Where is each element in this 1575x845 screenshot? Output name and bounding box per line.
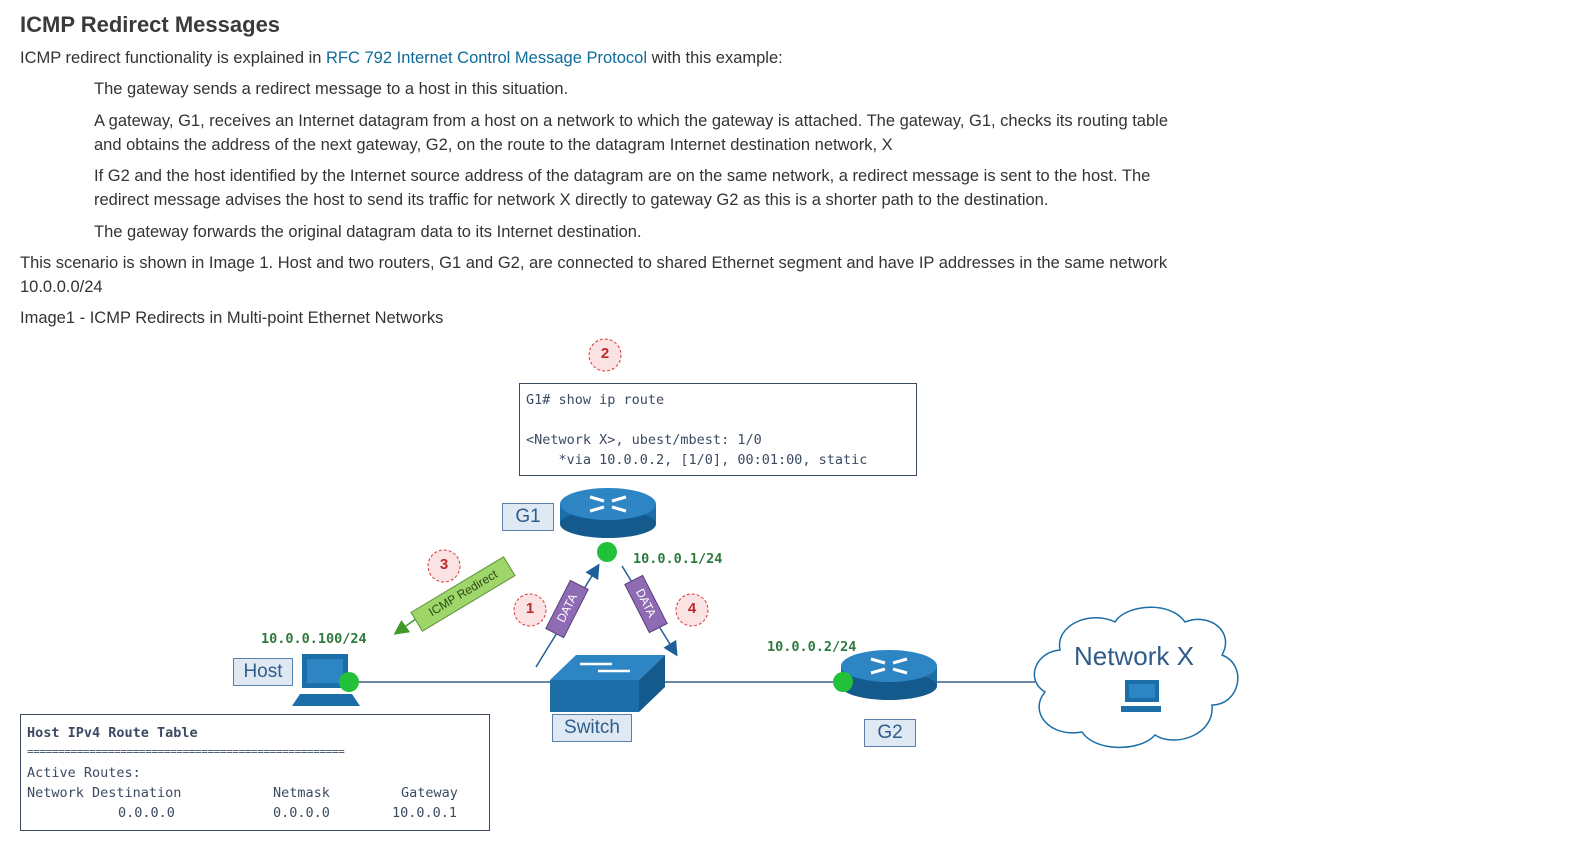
g1-label: G1 bbox=[502, 503, 554, 531]
g1-route-entry: <Network X>, ubest/mbest: 1/0 bbox=[526, 432, 762, 448]
intro-text-after: with this example: bbox=[647, 49, 783, 67]
step-4-number: 4 bbox=[687, 600, 697, 617]
network-x-computer-icon bbox=[1121, 680, 1161, 712]
switch-label: Switch bbox=[552, 714, 632, 742]
host-route-val-netmask: 0.0.0.0 bbox=[273, 805, 330, 821]
host-computer-icon bbox=[292, 654, 360, 706]
step-2-badge bbox=[588, 338, 622, 372]
step-1-number: 1 bbox=[525, 600, 535, 617]
host-route-col-gateway: Gateway bbox=[401, 785, 458, 801]
data-tag-4 bbox=[624, 574, 668, 634]
host-label: Host bbox=[233, 658, 293, 686]
g1-ip: 10.0.0.1/24 bbox=[633, 551, 723, 567]
network-x-label: Network X bbox=[1074, 641, 1194, 671]
step-1-badge bbox=[513, 593, 547, 627]
icmp-redirect-tag bbox=[410, 556, 516, 632]
data-tag-1 bbox=[545, 579, 589, 639]
switch-icon bbox=[550, 655, 665, 712]
host-ip: 10.0.0.100/24 bbox=[261, 631, 367, 647]
host-route-val-gateway: 10.0.0.1 bbox=[392, 805, 458, 821]
host-route-active: Active Routes: bbox=[27, 765, 141, 781]
network-x-cloud bbox=[1033, 606, 1239, 749]
scenario-line: This scenario is shown in Image 1. Host … bbox=[20, 254, 1168, 272]
rfc-792-link[interactable]: RFC 792 Internet Control Message Protoco… bbox=[326, 49, 648, 67]
host-route-col-destination: Network Destination bbox=[27, 785, 182, 801]
step-2-number: 2 bbox=[600, 345, 610, 362]
router-g1-icon bbox=[560, 488, 656, 538]
intro-text-before: ICMP redirect functionality is explained… bbox=[20, 49, 327, 67]
host-route-separator: ========================================… bbox=[27, 745, 345, 758]
quote-line: The gateway sends a redirect message to … bbox=[94, 80, 569, 98]
g2-ip: 10.0.0.2/24 bbox=[767, 639, 857, 655]
router-g2-icon bbox=[841, 650, 937, 700]
figure-caption: Image1 - ICMP Redirects in Multi-point E… bbox=[20, 309, 444, 327]
quote-line: If G2 and the host identified by the Int… bbox=[94, 167, 1151, 185]
quote-line: and obtains the address of the next gate… bbox=[94, 136, 893, 154]
step-4-badge bbox=[675, 593, 709, 627]
host-route-col-netmask: Netmask bbox=[273, 785, 330, 801]
quote-line: A gateway, G1, receives an Internet data… bbox=[94, 112, 1168, 130]
step-3-badge bbox=[427, 549, 461, 583]
step-3-number: 3 bbox=[439, 556, 449, 573]
intro-paragraph: ICMP redirect functionality is explained… bbox=[20, 46, 783, 70]
host-route-title: Host IPv4 Route Table bbox=[27, 725, 198, 741]
page-title: ICMP Redirect Messages bbox=[20, 12, 281, 37]
port-g2 bbox=[833, 672, 853, 692]
g1-route-via: *via 10.0.0.2, [1/0], 00:01:00, static bbox=[526, 452, 868, 468]
g1-route-table: G1# show ip route <Network X>, ubest/mbe… bbox=[519, 383, 917, 476]
port-host bbox=[339, 672, 359, 692]
host-route-table: Host IPv4 Route Table ==================… bbox=[20, 714, 490, 831]
g1-route-command: G1# show ip route bbox=[526, 392, 665, 408]
scenario-line: 10.0.0.0/24 bbox=[20, 278, 103, 296]
quote-line: redirect message advises the host to sen… bbox=[94, 191, 1049, 209]
g2-label: G2 bbox=[864, 719, 916, 747]
port-g1 bbox=[597, 542, 617, 562]
quote-line: The gateway forwards the original datagr… bbox=[94, 223, 642, 241]
host-route-val-destination: 0.0.0.0 bbox=[118, 805, 175, 821]
